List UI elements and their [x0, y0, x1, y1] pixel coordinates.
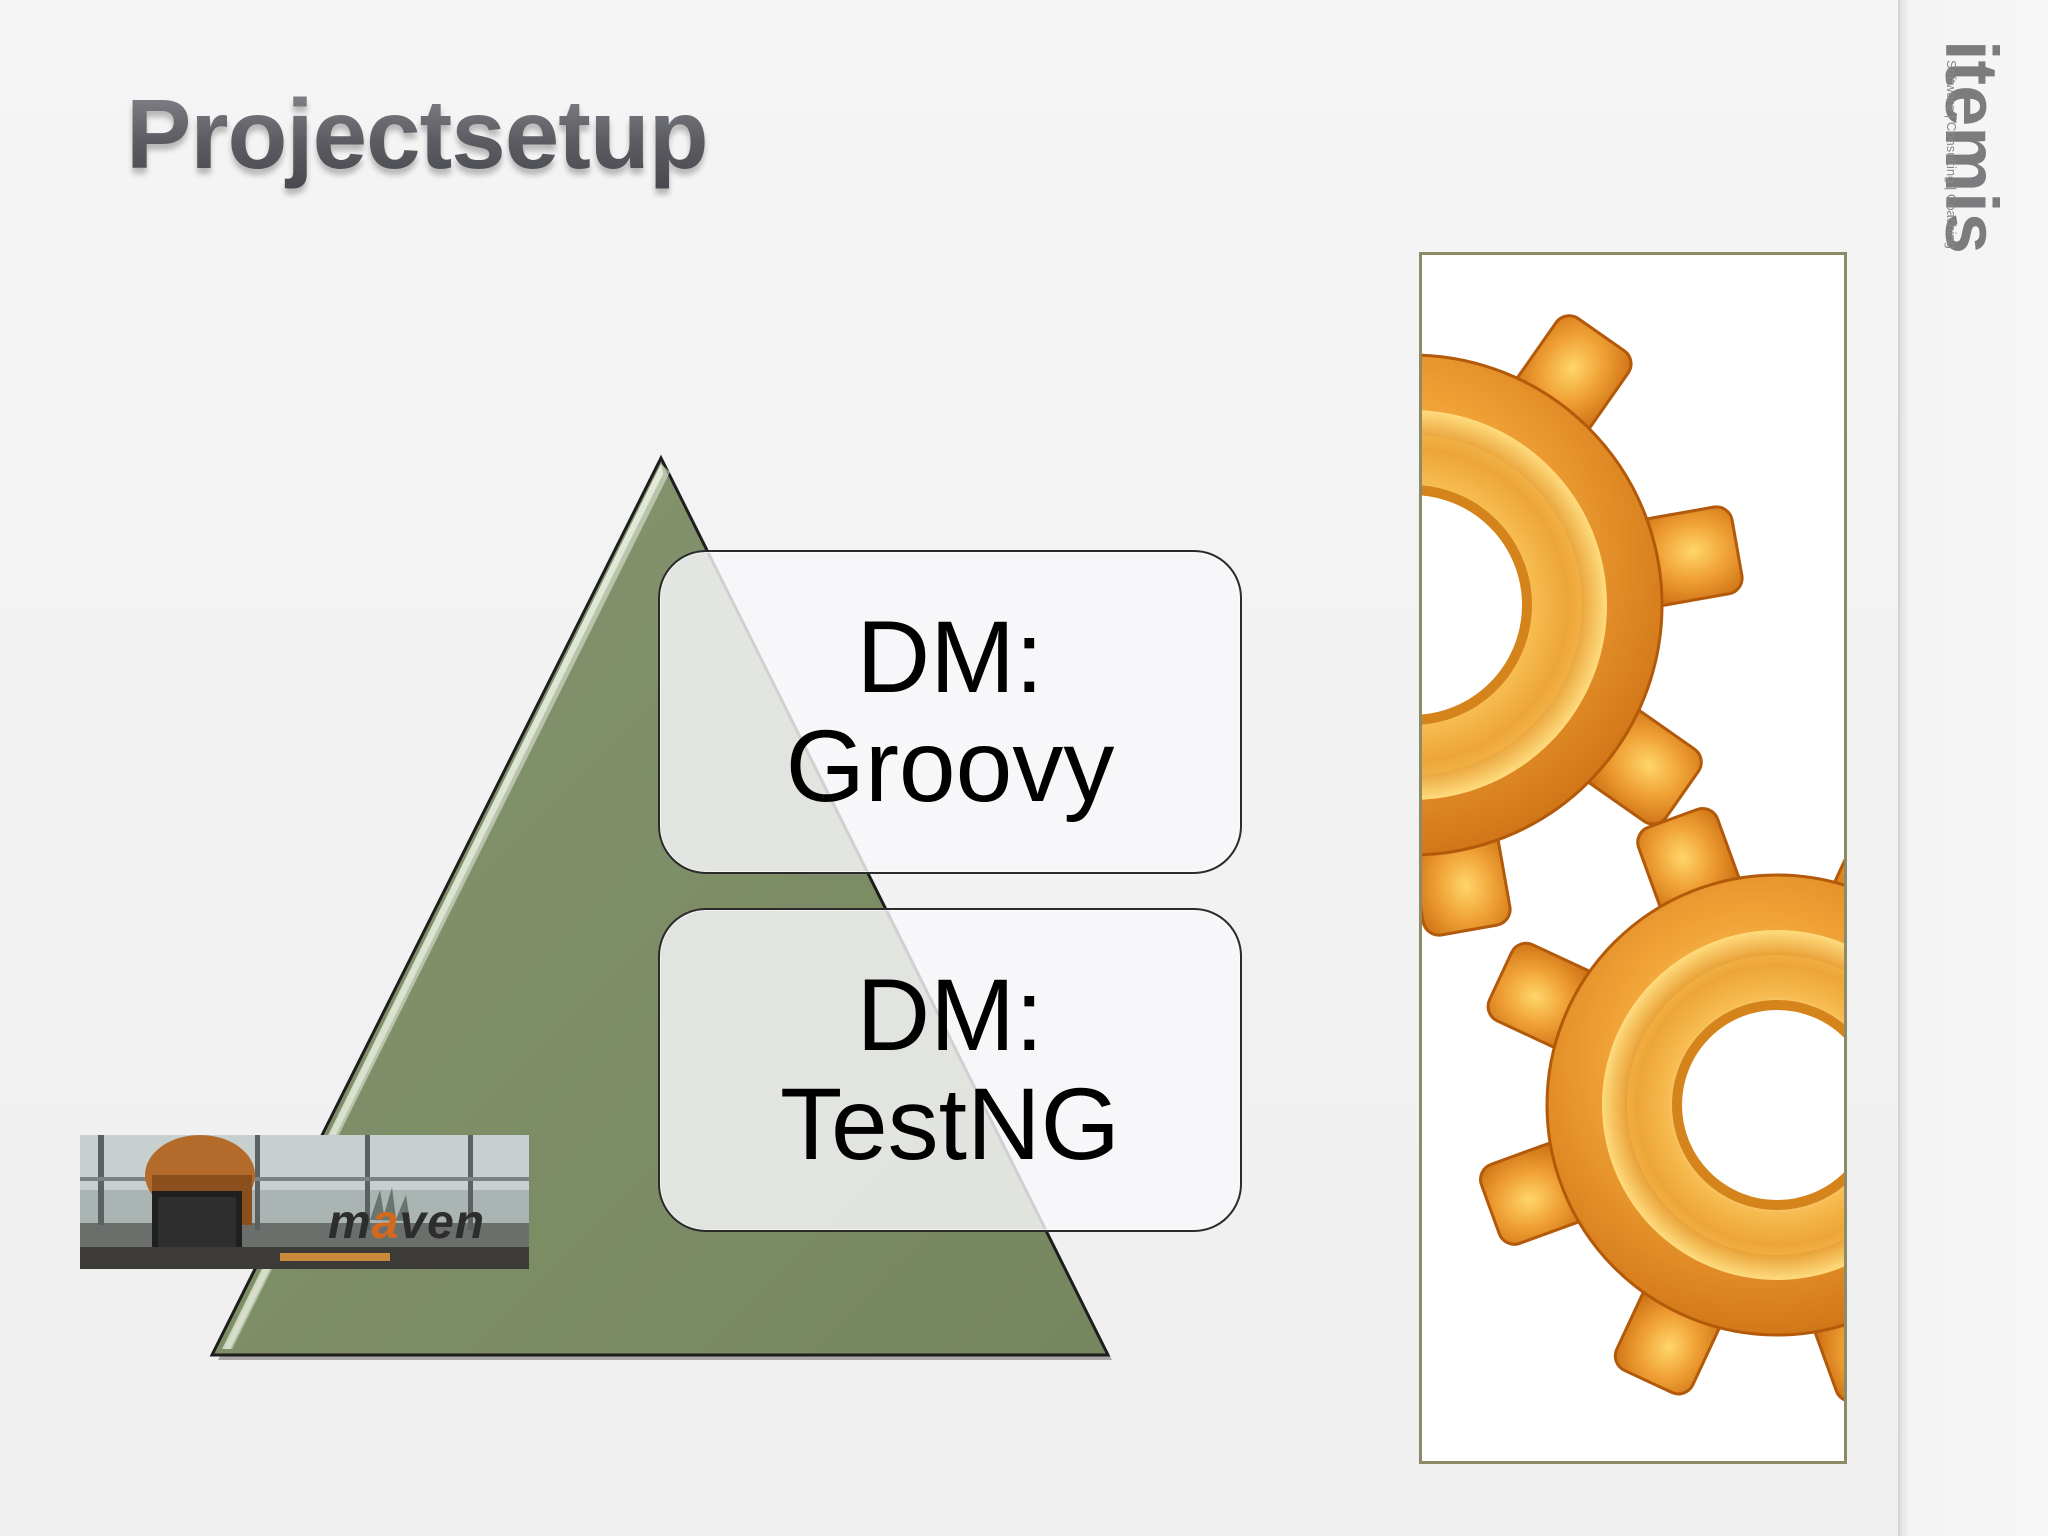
maven-photo — [80, 1135, 529, 1269]
pyramid-box-groovy: DM: Groovy — [658, 550, 1242, 874]
maven-logo: maven — [80, 1135, 529, 1269]
logo-tagline: Software | Consulting | Coaching — [1944, 60, 1959, 249]
slide-title: Projectsetup — [126, 79, 709, 189]
gears-icon — [1422, 314, 1844, 1403]
box-label-prefix: DM: — [856, 599, 1044, 714]
gears-image — [1419, 252, 1847, 1464]
box-label-prefix: DM: — [856, 957, 1044, 1072]
side-band — [1898, 0, 2048, 1536]
pyramid-box-testng: DM: TestNG — [658, 908, 1242, 1232]
box-label-name: Groovy — [785, 709, 1115, 823]
maven-wordmark: maven — [328, 1196, 486, 1249]
box-label-name: TestNG — [779, 1067, 1121, 1181]
company-logo: itemis Software | Consulting | Coaching — [1928, 40, 2028, 280]
